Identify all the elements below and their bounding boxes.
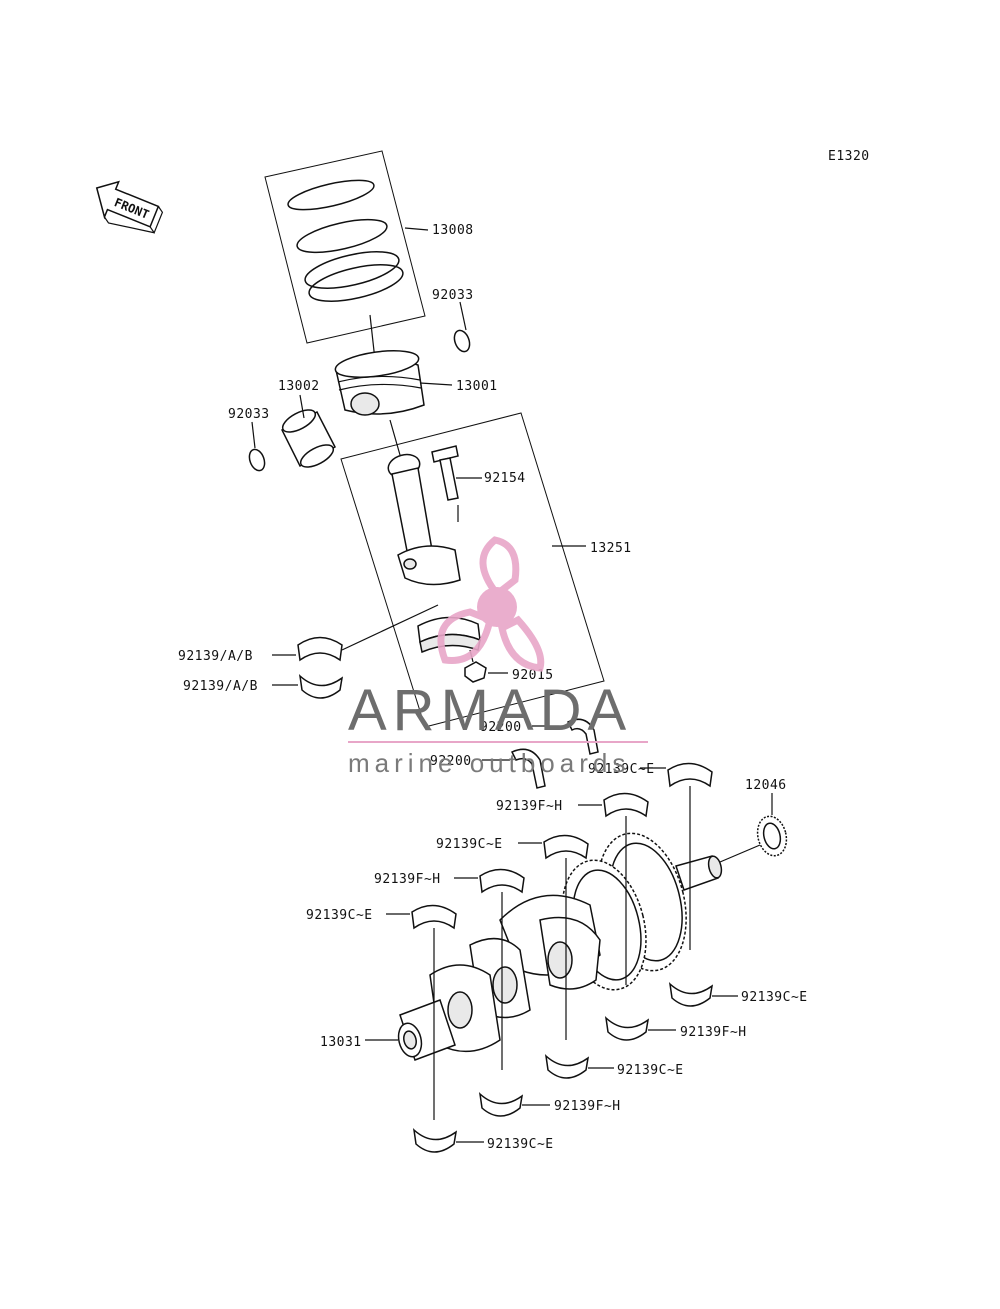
callout-92139ab-2: 92139/A/B — [183, 679, 258, 694]
watermark-title: ARMADA — [348, 678, 632, 743]
conrod-bearing-lower — [298, 674, 344, 699]
callout-92139fh-2: 92139F~H — [374, 872, 441, 887]
callout-92200-2: 92200 — [430, 754, 472, 769]
callout-92139ce-1: 92139C~E — [588, 762, 655, 777]
thrust-washer-2 — [510, 748, 546, 789]
main-bearing-shells-lower — [412, 982, 714, 1153]
circlip-right — [453, 329, 471, 353]
callout-92154: 92154 — [484, 471, 526, 486]
armada-propeller-logo — [437, 536, 545, 672]
callout-92200-1: 92200 — [480, 720, 522, 735]
conrod-nut — [464, 661, 487, 683]
callout-92139fh-1: 92139F~H — [496, 799, 563, 814]
circlip-left — [248, 448, 266, 472]
callout-92139ce-4: 92139C~E — [741, 990, 808, 1005]
callout-92139ce-5: 92139C~E — [617, 1063, 684, 1078]
front-arrow-icon: FRONT — [95, 180, 164, 235]
callout-13251: 13251 — [590, 541, 632, 556]
needle-bearing — [756, 815, 788, 857]
piston-rings — [287, 179, 404, 302]
crankshaft — [397, 832, 723, 1061]
callout-13002: 13002 — [278, 379, 320, 394]
thrust-washer-1 — [566, 718, 599, 755]
callout-92139ce-2: 92139C~E — [436, 837, 503, 852]
main-bearing-shells-upper — [411, 762, 713, 930]
callout-92139fh-3: 92139F~H — [680, 1025, 747, 1040]
piston-pin — [280, 409, 337, 468]
callout-92139ce-6: 92139C~E — [487, 1137, 554, 1152]
callout-92015: 92015 — [512, 668, 554, 683]
conrod-bolt — [431, 445, 459, 501]
watermark-subtitle: marine outboards — [348, 748, 630, 778]
piston — [334, 350, 425, 416]
callout-92139ce-3: 92139C~E — [306, 908, 373, 923]
connecting-rod — [387, 453, 461, 586]
callout-12046: 12046 — [745, 778, 787, 793]
conrod-box — [340, 412, 605, 728]
callout-13031: 13031 — [320, 1035, 362, 1050]
callout-92033-top: 92033 — [432, 288, 474, 303]
callout-13001: 13001 — [456, 379, 498, 394]
ring-set-box — [264, 150, 426, 344]
callout-13008: 13008 — [432, 223, 474, 238]
callout-92139fh-4: 92139F~H — [554, 1099, 621, 1114]
conrod-bearing-upper — [297, 636, 343, 662]
diagram-code: E1320 — [828, 149, 870, 164]
callout-92139ab-1: 92139/A/B — [178, 649, 253, 664]
callout-92033-left: 92033 — [228, 407, 270, 422]
